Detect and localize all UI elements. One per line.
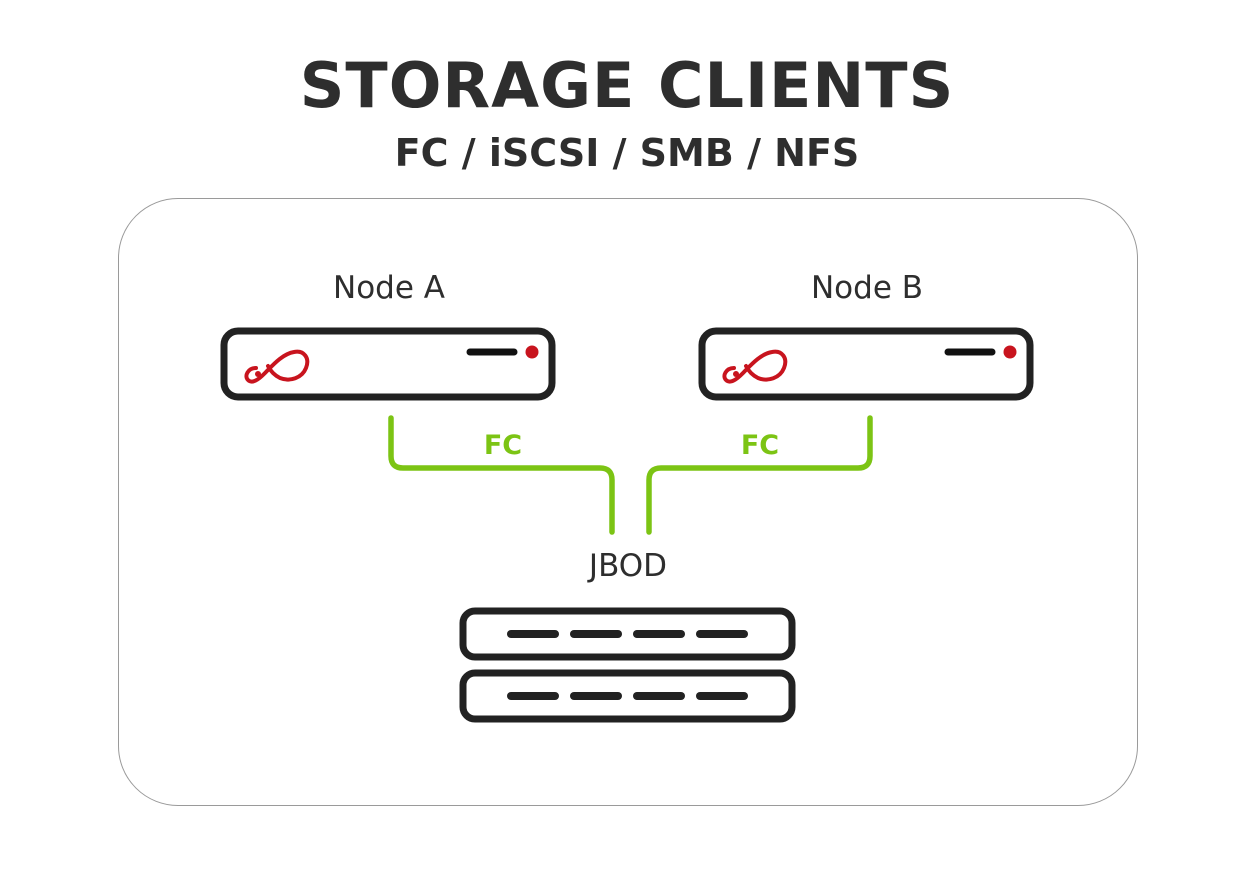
jbod-label: JBOD (588, 548, 668, 584)
fc-link-label-b: FC (740, 430, 780, 461)
jbod-drive-tray-top (459, 607, 796, 661)
cluster-panel (118, 198, 1138, 806)
jbod-enclosure (459, 607, 796, 723)
fc-link-node-a (388, 415, 615, 535)
diagram-subtitle: FC / iSCSI / SMB / NFS (394, 131, 860, 175)
red-infinity-logo-icon (722, 349, 788, 384)
node-a-led (525, 345, 539, 359)
diagram-title: STORAGE CLIENTS (299, 49, 955, 122)
jbod-drive-tray-bottom (459, 669, 796, 723)
red-infinity-logo-icon (244, 349, 310, 384)
fc-link-label-a: FC (483, 430, 523, 461)
fc-link-node-b (646, 415, 873, 535)
node-a-server (220, 327, 556, 401)
node-b-server (698, 327, 1034, 401)
node-b-label: Node B (810, 270, 924, 306)
node-b-led (1003, 345, 1017, 359)
node-a-label: Node A (333, 270, 445, 306)
